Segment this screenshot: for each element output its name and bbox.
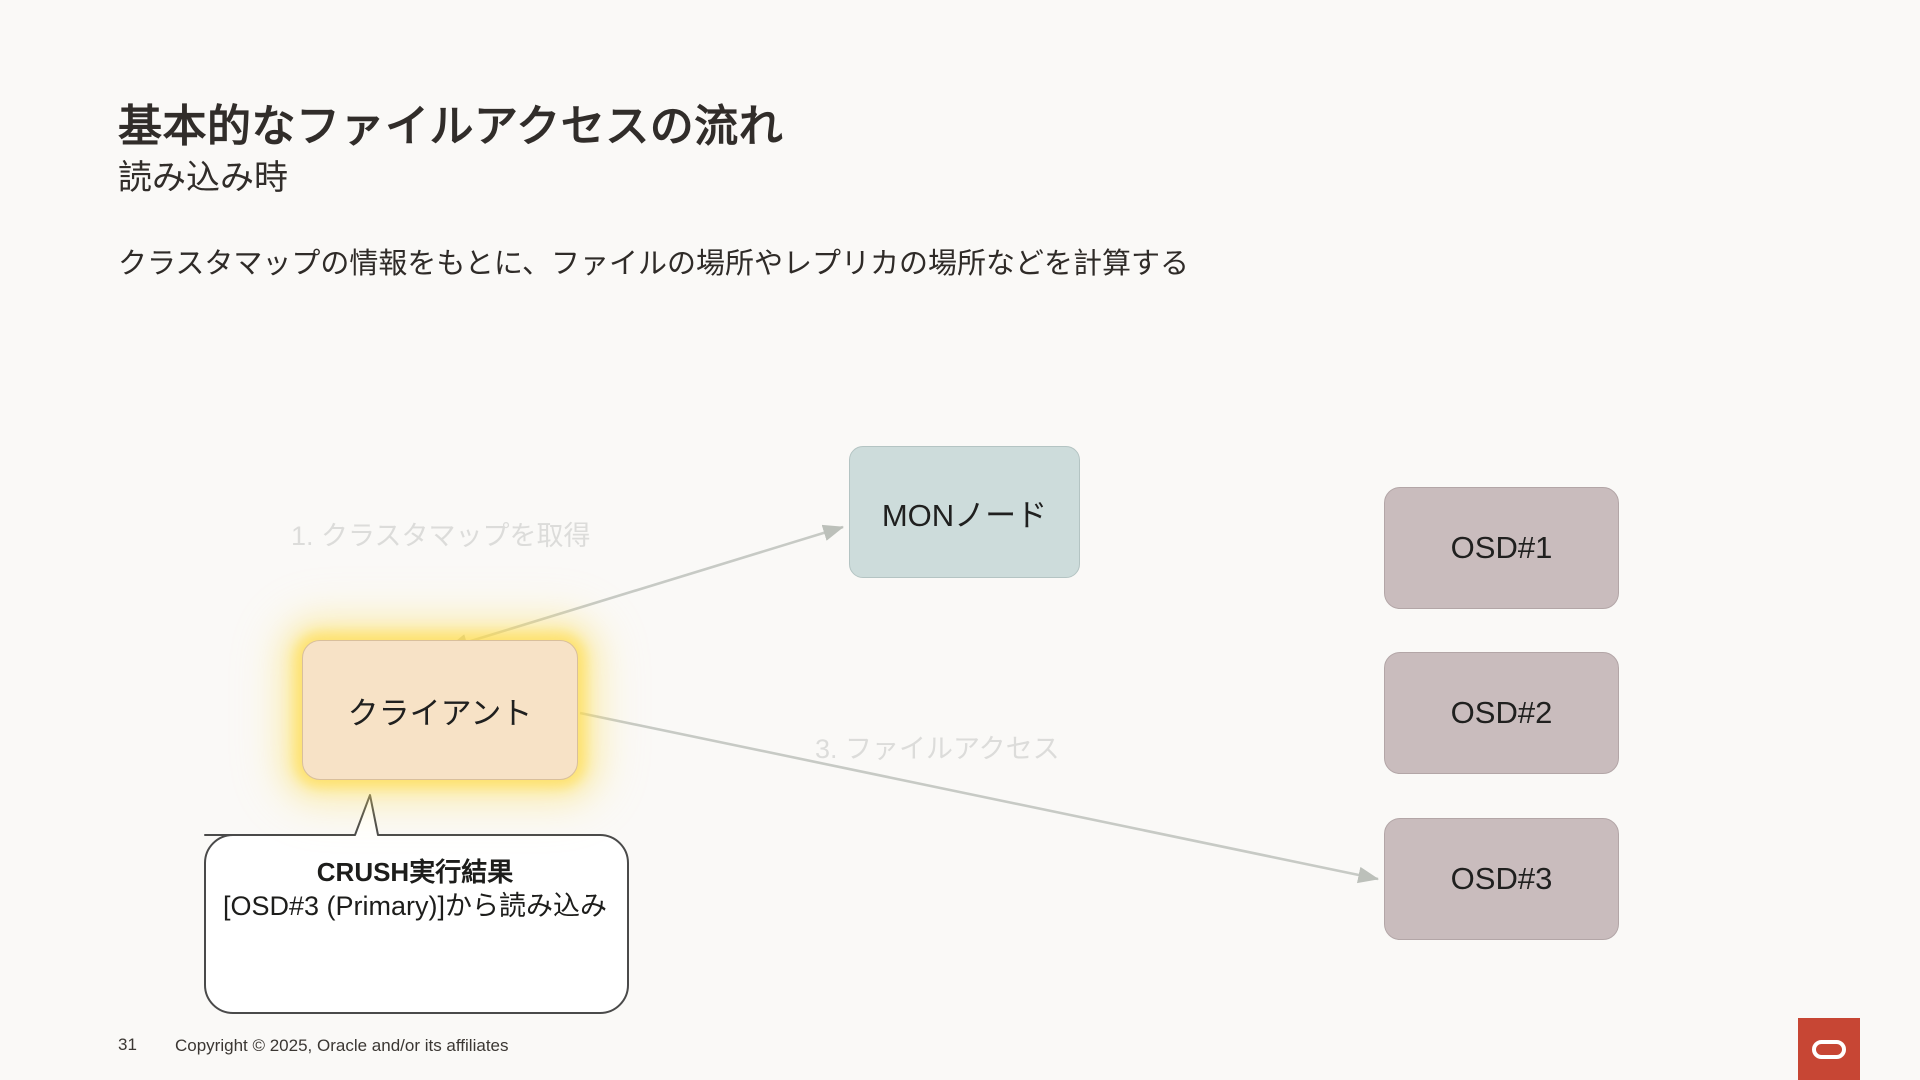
- page-subtitle: 読み込み時: [118, 159, 288, 197]
- page-number: 31: [118, 1035, 137, 1054]
- node-osd2-label: OSD#2: [1450, 695, 1553, 730]
- callout-heading: CRUSH実行結果: [316, 857, 514, 887]
- node-osd1[interactable]: OSD#1: [1384, 487, 1619, 609]
- oracle-logo-icon: [1798, 1018, 1860, 1080]
- node-client-label: クライアント: [347, 695, 533, 731]
- arrow-client-mon: [446, 524, 844, 651]
- callout-bubble: [204, 794, 629, 1014]
- node-osd1-label: OSD#1: [1450, 530, 1553, 565]
- lead-paragraph: クラスタマップの情報をもとに、ファイルの場所やレプリカの場所などを計算する: [118, 248, 1189, 280]
- page-title: 基本的なファイルアクセスの流れ: [118, 102, 784, 151]
- callout-body: [OSD#3 (Primary)]から読み込み: [222, 891, 608, 922]
- node-osd3[interactable]: OSD#3: [1384, 818, 1619, 940]
- node-osd3-label: OSD#3: [1450, 861, 1553, 896]
- node-mon-label: MONノード: [881, 497, 1048, 533]
- arrow-label-1: 1. クラスタマップを取得: [291, 521, 591, 551]
- copyright-text: Copyright © 2025, Oracle and/or its affi…: [175, 1036, 509, 1055]
- node-osd2[interactable]: OSD#2: [1384, 652, 1619, 774]
- arrow-label-3: 3. ファイルアクセス: [815, 734, 1060, 764]
- node-client[interactable]: クライアント: [302, 640, 578, 780]
- callout-content: CRUSH実行結果 [OSD#3 (Primary)]から読み込み: [205, 855, 625, 925]
- oracle-ring-shape: [1812, 1039, 1846, 1059]
- node-mon[interactable]: MONノード: [849, 446, 1080, 578]
- arrow-client-osd3: [579, 711, 1380, 884]
